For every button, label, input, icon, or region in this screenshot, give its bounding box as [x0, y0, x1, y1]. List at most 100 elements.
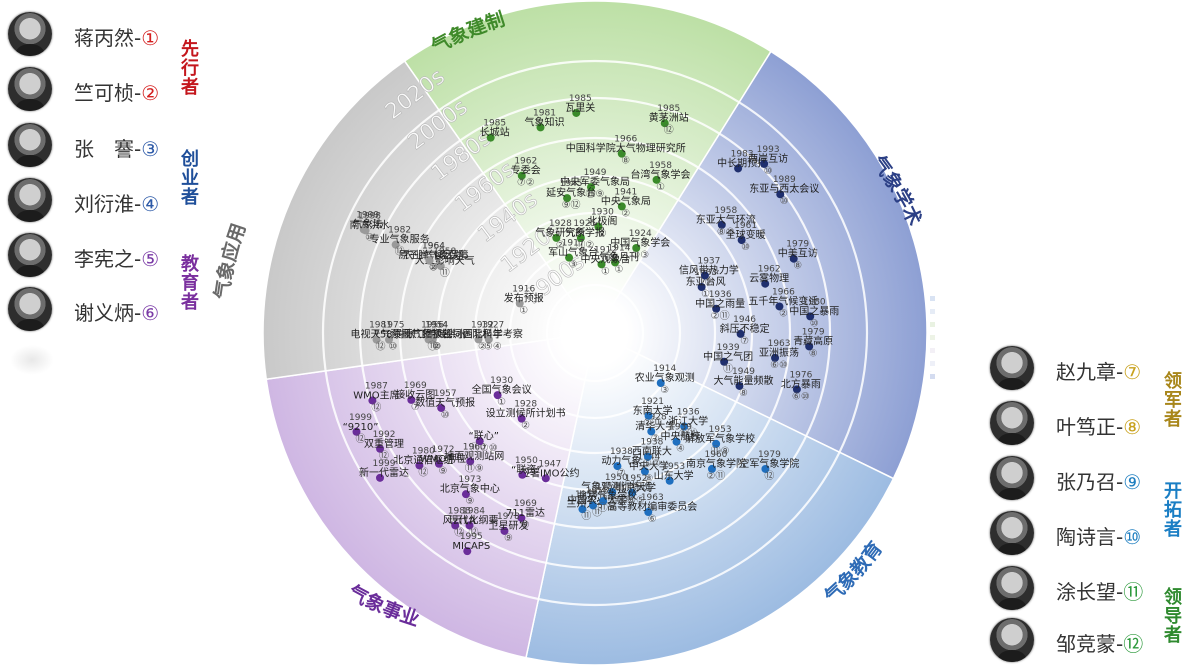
- person-name: 叶笃正-⑧: [1056, 415, 1142, 439]
- event-year: 1954: [596, 482, 619, 492]
- event-dot: [576, 233, 585, 242]
- portrait-image: [8, 12, 52, 56]
- event-dot: [599, 497, 608, 506]
- event-dot: [736, 329, 745, 338]
- event-dot: [656, 378, 665, 387]
- event-dot: [563, 194, 572, 203]
- group-label-leaders: 领导者: [1164, 587, 1182, 646]
- event-year: 1914: [653, 364, 676, 374]
- portrait-image: [8, 123, 52, 167]
- event-dot: [737, 236, 746, 245]
- event-year: 1963: [768, 339, 791, 349]
- event-people: ⑫: [764, 470, 774, 482]
- event-people: ②: [432, 342, 441, 353]
- event-people: ⑪⑨: [465, 462, 484, 474]
- event-dot: [734, 164, 743, 173]
- portrait-image: [8, 178, 52, 222]
- sector-wedge: [593, 50, 928, 480]
- portrait-image: [8, 287, 52, 331]
- event-label: 原子弹气象保障: [398, 249, 468, 262]
- event-people: ⑪⑨: [586, 188, 605, 200]
- event-people: ⑫: [469, 526, 479, 538]
- event-year: 1928: [644, 412, 667, 422]
- event-year: 1928: [549, 219, 572, 229]
- legend-swatches: [930, 296, 935, 379]
- event-people: ②: [429, 263, 438, 274]
- event-year: 1914: [608, 243, 631, 253]
- event-people: ⑪: [723, 363, 733, 375]
- event-people: ⑤④: [484, 341, 502, 352]
- event-dot: [517, 171, 526, 180]
- event-label: 专业气象服务: [370, 233, 430, 246]
- event-people: ⑪⑦⑩: [470, 442, 498, 454]
- event-people: ②: [598, 229, 607, 240]
- event-people: ⑩: [389, 342, 398, 353]
- event-year: 1954: [425, 321, 448, 331]
- decade-rings: [321, 59, 869, 607]
- event-dot: [451, 521, 460, 530]
- event-label: 全国气象会议: [472, 383, 532, 396]
- event-label: 青藏高原: [793, 334, 833, 347]
- event-dot: [474, 335, 483, 344]
- event-label: 电视天气预报: [351, 328, 411, 341]
- event-dot: [536, 123, 545, 132]
- event-label: 北方暴雨: [781, 377, 821, 390]
- event-label: 东亚与西太会议: [749, 182, 819, 195]
- event-label: 五千年气候变迁: [748, 294, 818, 307]
- event-dot: [717, 220, 726, 229]
- event-label: 气象学名词: [412, 328, 462, 341]
- person-name: 涂长望-⑪: [1056, 580, 1144, 604]
- event-people: ⑥⑤: [627, 495, 645, 506]
- event-dot: [515, 299, 524, 308]
- event-label: 中央军委气象局: [560, 175, 630, 188]
- event-label: 清华大学: [635, 419, 675, 432]
- event-label: 农业气候区划: [403, 249, 463, 262]
- event-year: 1939: [717, 343, 740, 353]
- event-dot: [608, 488, 617, 497]
- group-label-pioneers: 先行者: [181, 39, 199, 98]
- event-year: 1936: [677, 407, 700, 417]
- event-year: 1984: [462, 506, 485, 516]
- event-dot: [484, 335, 493, 344]
- event-people: ⑧: [621, 156, 630, 167]
- event-label: 气象月刊: [599, 250, 639, 263]
- event-dot: [789, 254, 798, 263]
- person-name: 谢义炳-⑥: [74, 301, 160, 325]
- event-people: ⑫: [395, 246, 405, 258]
- event-dot: [761, 464, 770, 473]
- event-label: 数值天气预报: [415, 396, 475, 409]
- event-year: 1947: [538, 459, 561, 469]
- event-year: 1936: [709, 290, 732, 300]
- event-year: 1954: [425, 321, 448, 331]
- event-label: 中国之雨量: [695, 297, 745, 310]
- event-people: ②: [779, 308, 788, 319]
- event-dot: [617, 149, 626, 158]
- group-label-educators: 教育者: [181, 254, 199, 313]
- event-year: 1993: [757, 145, 780, 155]
- event-label: 农业气象观测: [635, 371, 695, 384]
- event-label: 广播报纸: [413, 328, 453, 341]
- event-label: 中央大学: [629, 459, 669, 472]
- event-dot: [617, 202, 626, 211]
- event-dot: [712, 439, 721, 448]
- event-year: 1979: [802, 327, 825, 337]
- event-year: 1982: [388, 226, 411, 236]
- event-people: ②⑪: [706, 470, 725, 482]
- event-label: 北京气象中心: [440, 482, 500, 495]
- center-hole: [565, 303, 625, 363]
- event-dot: [647, 427, 656, 436]
